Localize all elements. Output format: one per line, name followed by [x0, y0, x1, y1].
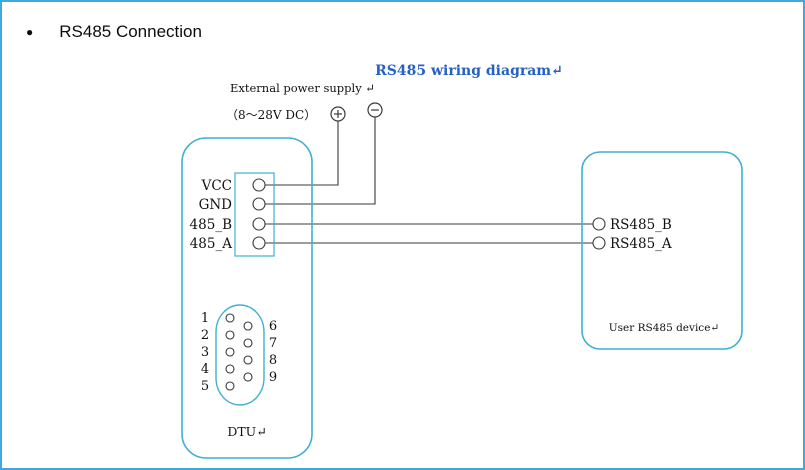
db9-number-3: 3 [201, 345, 209, 360]
db9-number-9: 9 [269, 370, 277, 385]
db9-outline [215, 304, 265, 406]
db9-number-6: 6 [269, 319, 277, 334]
db9-pin-1 [225, 313, 235, 323]
device-485b-terminal [592, 217, 606, 231]
device-pin-label-485b: RS485_B [610, 217, 672, 233]
diagram-title: RS485 wiring diagram↵ [375, 63, 563, 79]
db9-pin-6 [243, 321, 253, 331]
pin-label-485b: 485_B [190, 217, 233, 233]
section-heading-label: RS485 Connection [59, 22, 202, 41]
db9-number-7: 7 [269, 336, 277, 351]
db9-pin-3 [225, 347, 235, 357]
db9-pin-8 [243, 355, 253, 365]
db9-number-5: 5 [201, 379, 209, 394]
db9-number-1: 1 [201, 311, 209, 326]
485a-pin [252, 236, 266, 250]
plus-terminal [330, 106, 346, 122]
db9-pin-4 [225, 364, 235, 374]
device-pin-label-485a: RS485_A [610, 236, 672, 252]
gnd-wire [265, 117, 376, 205]
dtu-box [181, 137, 313, 459]
db9-pin-7 [243, 338, 253, 348]
pin-label-vcc: VCC [201, 178, 232, 194]
voltage-label: （8～28V DC） [226, 108, 316, 122]
485b-pin [252, 217, 266, 231]
dtu-label: DTU↵ [227, 424, 266, 439]
power-supply-label: External power supply ↵ [230, 81, 375, 95]
user-device-box [581, 151, 743, 350]
bullet-icon: ● [26, 25, 34, 39]
vcc-pin [252, 178, 266, 192]
db9-number-2: 2 [201, 328, 209, 343]
vcc-wire [265, 121, 339, 186]
gnd-pin [252, 197, 266, 211]
pin-header-box [234, 172, 275, 257]
section-heading: ● RS485 Connection [26, 22, 202, 42]
db9-number-8: 8 [269, 353, 277, 368]
db9-pin-9 [243, 372, 253, 382]
user-device-label: User RS485 device↵ [609, 322, 719, 334]
pin-label-gnd: GND [199, 197, 233, 213]
db9-pin-5 [225, 381, 235, 391]
device-485a-terminal [592, 236, 606, 250]
plus-icon [334, 110, 342, 118]
minus-terminal [367, 102, 383, 118]
pin-label-485a: 485_A [190, 236, 233, 252]
db9-pin-2 [225, 330, 235, 340]
db9-number-4: 4 [201, 362, 209, 377]
